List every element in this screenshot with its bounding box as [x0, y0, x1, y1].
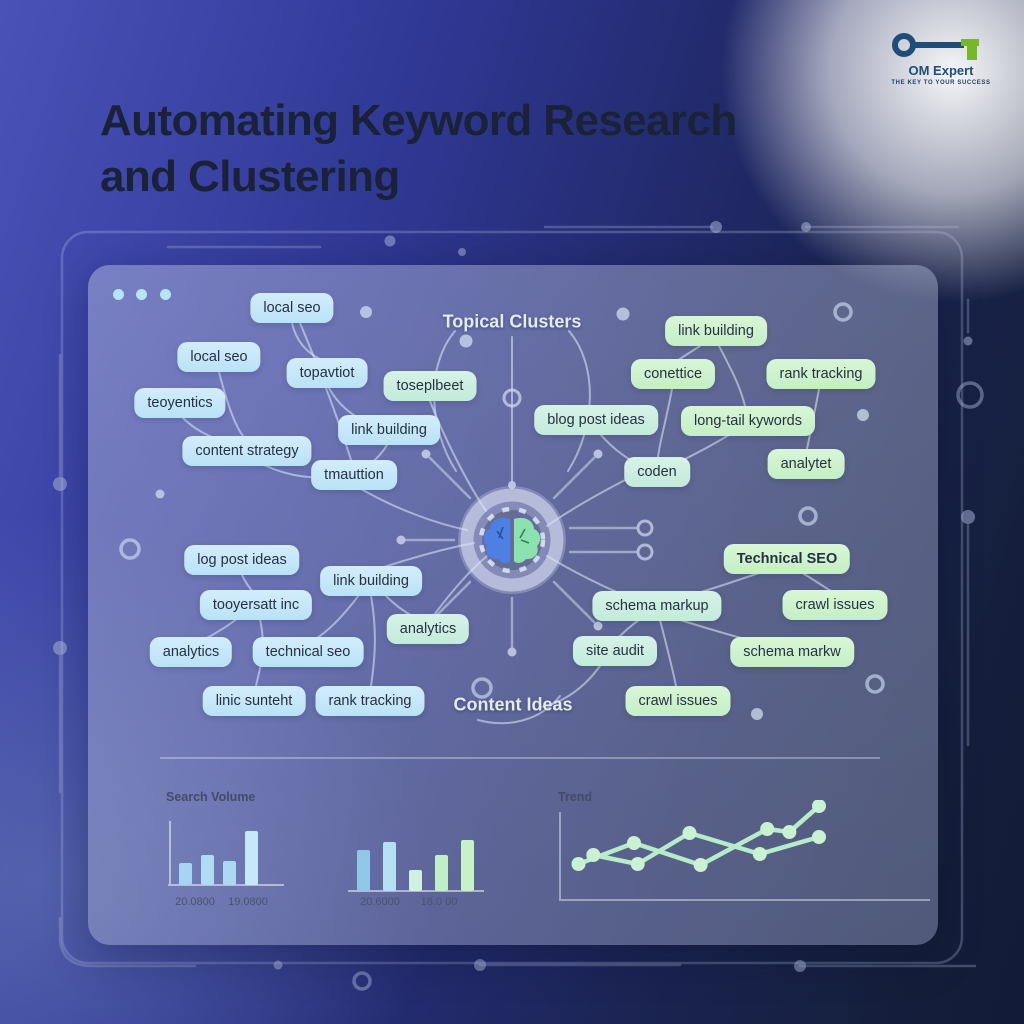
keyword-tag[interactable]: analytics [149, 637, 233, 667]
dashboard-card: Topical Clusters Content Ideas local seo… [88, 265, 938, 945]
ring-decor [956, 381, 984, 409]
keyword-tag[interactable]: tmauttion [311, 460, 397, 490]
search-volume-bar-chart-2 [348, 840, 484, 892]
brand-logo: OM Expert THE KEY TO YOUR SUCCESS [880, 30, 1002, 86]
mindmap-connectors [119, 302, 885, 725]
keyword-tag[interactable]: log post ideas [184, 545, 300, 575]
page-title: Automating Keyword Research and Clusteri… [100, 96, 737, 201]
keyword-tag[interactable]: blog post ideas [534, 405, 658, 435]
keyword-tag[interactable]: link building [338, 415, 440, 445]
keyword-tag[interactable]: analytics [386, 614, 470, 644]
keyword-tag[interactable]: link building [665, 316, 767, 346]
keyword-tag[interactable]: schema markw [730, 637, 854, 667]
bar [383, 842, 396, 891]
keyword-tag[interactable]: schema markup [592, 591, 722, 621]
keyword-tag[interactable]: topavtiot [286, 358, 368, 388]
bar [357, 850, 370, 891]
window-dot[interactable] [136, 289, 148, 300]
outer-frame-outline [60, 230, 964, 965]
trend-marker [571, 857, 586, 871]
x-tick-label: 20.6000 [360, 896, 400, 908]
ring-decor [352, 971, 372, 991]
keyword-tag[interactable]: local seo [177, 342, 261, 372]
keyword-tag[interactable]: local seo [250, 293, 334, 323]
trend-marker [586, 848, 601, 862]
window-dot[interactable] [113, 289, 124, 300]
brain-gear-icon [458, 486, 566, 594]
keyword-tag[interactable]: toseplbeet [383, 371, 477, 401]
decor-rings [119, 302, 885, 699]
x-tick-label: 18.0 00 [420, 896, 458, 908]
bar [461, 840, 474, 891]
keyword-tag[interactable]: technical seo [252, 637, 364, 667]
key-icon [892, 33, 979, 60]
keyword-tag[interactable]: rank tracking [315, 686, 425, 716]
keyword-tag[interactable]: link building [320, 566, 422, 596]
trend-marker [812, 800, 826, 813]
keyword-tag[interactable]: long-tail kywords [681, 406, 815, 436]
search-volume-label: Search Volume [166, 790, 256, 804]
trend-marker [627, 836, 641, 850]
trend-line-chart [559, 800, 930, 901]
keyword-tag[interactable]: teoyentics [134, 388, 226, 418]
trend-marker [682, 826, 697, 840]
trend-label: Trend [558, 790, 593, 804]
brain-right-hemisphere [514, 517, 541, 564]
decor-dots [155, 306, 869, 720]
keyword-tag[interactable]: conettice [630, 359, 716, 389]
trend-line [592, 830, 820, 867]
bar [179, 863, 192, 885]
keyword-tag[interactable]: coden [624, 457, 690, 487]
bar [435, 855, 448, 891]
window-control-dots [113, 287, 179, 305]
window-dot[interactable] [159, 289, 171, 300]
search-volume-bar-chart-1 [168, 821, 284, 886]
brand-tagline: THE KEY TO YOUR SUCCESS [891, 79, 991, 86]
section-label-topical-clusters: Topical Clusters [442, 311, 582, 332]
keyword-tag[interactable]: tooyersatt inc [199, 590, 313, 620]
bar [245, 831, 258, 885]
trend-marker [752, 847, 767, 861]
trend-marker [782, 825, 797, 839]
section-label-content-ideas: Content Ideas [453, 694, 573, 715]
brain-left-hemisphere [483, 517, 510, 564]
keyword-tag[interactable]: rank tracking [766, 359, 876, 389]
keyword-tag[interactable]: crawl issues [625, 686, 731, 716]
divider-line [160, 757, 880, 759]
keyword-tag[interactable]: crawl issues [782, 590, 888, 620]
brand-name: OM Expert [908, 63, 974, 78]
keyword-tag[interactable]: site audit [572, 636, 658, 666]
bar [223, 861, 236, 885]
trend-marker [630, 857, 645, 871]
keyword-tag[interactable]: Technical SEO [723, 544, 851, 574]
x-tick-label: 20.0800 [175, 896, 215, 908]
bar [409, 870, 422, 891]
keyword-tag[interactable]: content strategy [182, 436, 312, 466]
x-tick-label: 19.0800 [228, 896, 268, 908]
trend-marker [693, 858, 708, 872]
trend-marker [812, 830, 826, 844]
keyword-tag[interactable]: linic sunteht [202, 686, 306, 716]
bar [201, 855, 214, 885]
keyword-tag[interactable]: analytet [767, 449, 845, 479]
trend-marker [760, 822, 775, 836]
